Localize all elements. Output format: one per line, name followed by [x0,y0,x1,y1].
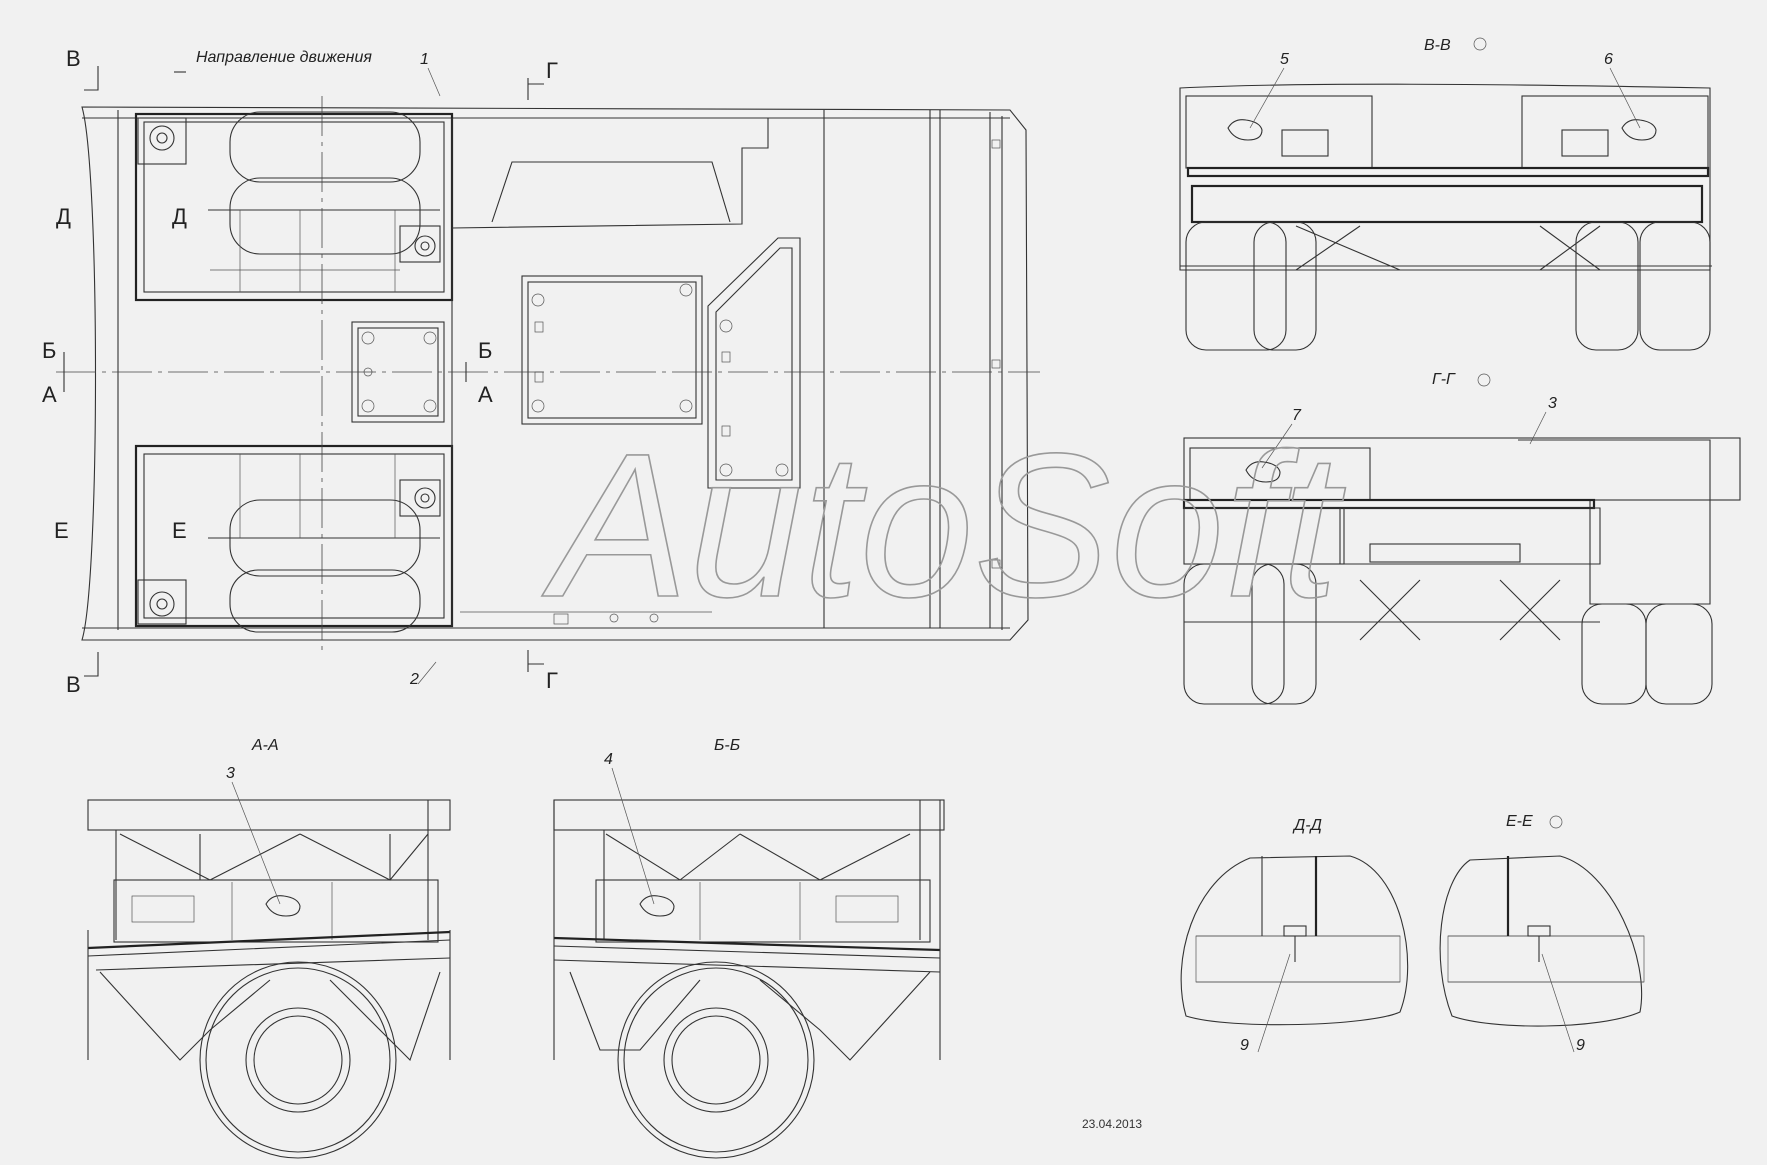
cut-g-top: Г [546,58,558,83]
cut-d-left: Д [56,204,71,229]
section-gg-title: Г-Г [1432,371,1456,388]
section-aa-title: А-А [251,737,279,754]
cut-g-bottom: Г [546,668,558,693]
section-bb-title: Б-Б [714,737,740,754]
cut-v-bottom: В [66,672,81,697]
callout-9-dd: 9 [1240,1037,1249,1054]
drawing-date: 23.04.2013 [1082,1117,1142,1131]
callout-9-ee: 9 [1576,1037,1585,1054]
cut-v-top: В [66,46,81,71]
cut-d-inner: Д [172,204,187,229]
section-dd-title: Д-Д [1292,817,1322,834]
callout-3-gg: 3 [1548,395,1557,412]
cut-b-right: Б [478,338,492,363]
watermark: AutoSoft [541,411,1346,640]
section-ee [1439,855,1645,1027]
direction-label: Направление движения [196,49,372,66]
callout-4: 4 [604,751,613,768]
cut-e-left: Е [54,518,69,543]
section-gg [1182,437,1741,705]
section-vv [1179,83,1712,351]
cut-e-inner: Е [172,518,187,543]
callout-6: 6 [1604,51,1613,68]
callout-3-aa: 3 [226,765,235,782]
plan-view [56,66,1040,677]
section-ee-title: Е-Е [1506,813,1533,830]
callout-7: 7 [1292,407,1302,424]
section-bb [553,799,945,1159]
cut-b-left: Б [42,338,56,363]
callout-1: 1 [420,51,429,68]
callout-2: 2 [409,671,419,688]
section-dd [1180,855,1409,1026]
section-vv-title: В-В [1424,37,1451,54]
callout-5: 5 [1280,51,1289,68]
cut-a-left: А [42,382,57,407]
cut-a-right: А [478,382,493,407]
section-aa [87,799,451,1159]
